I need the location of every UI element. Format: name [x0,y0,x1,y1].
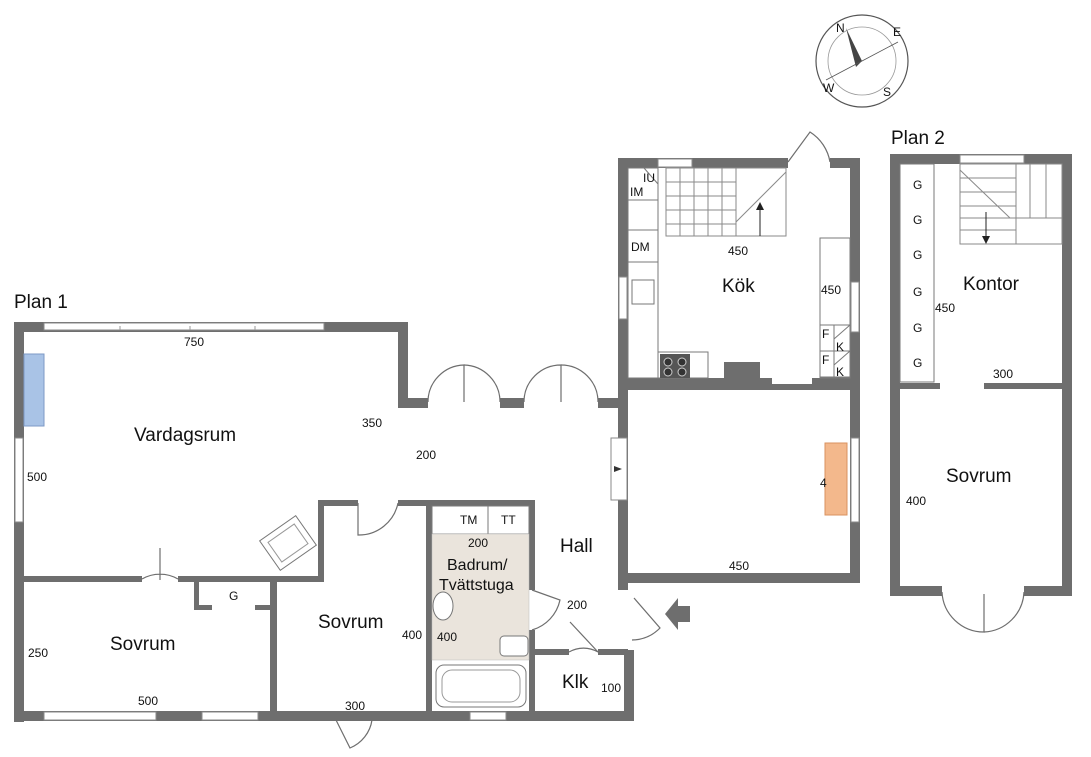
fixture-k1: K [836,340,844,354]
wood-stove [824,442,848,516]
dim-badrum-depth: 400 [437,630,457,644]
dim-kok-width-bottom: 450 [729,559,749,573]
room-klk: Klk [562,672,589,693]
compass-e-label: E [893,25,901,39]
entrance-arrow [665,598,690,630]
kitchen-stairs [665,167,787,237]
fixture-g-3: G [913,248,922,262]
dim-hall-200a: 200 [416,448,436,462]
dim-kok-width-top: 450 [728,244,748,258]
fixture-g-closet: G [229,589,238,603]
dim-vardagsrum-width: 750 [184,335,204,349]
room-sovrum-3: Sovrum [946,466,1011,487]
dim-vardagsrum-inner: 350 [362,416,382,430]
dim-sovrum3-depth: 400 [906,494,926,508]
room-vardagsrum: Vardagsrum [134,425,236,446]
plan1-label: Plan 1 [14,292,68,313]
dim-kontor-width: 300 [993,367,1013,381]
windows [14,154,1025,721]
fixture-im: IM [630,185,643,199]
dim-sovrum1-width: 500 [138,694,158,708]
compass-n-label: N [836,21,845,35]
dim-kok-depth: 450 [821,283,841,297]
dim-badrum-width: 200 [468,536,488,550]
fixture-g-4: G [913,285,922,299]
fixture-tm: TM [460,513,477,527]
dim-kontor-depth: 450 [935,301,955,315]
room-sovrum-1: Sovrum [110,634,175,655]
room-badrum-line2: Tvättstuga [439,577,514,594]
fixture-tt: TT [501,513,516,527]
room-kok: Kök [722,276,755,297]
dim-klk-width: 100 [601,681,621,695]
room-kontor: Kontor [963,274,1020,295]
dim-kok-partial: 4 [820,476,827,490]
fireplace [23,353,45,427]
fixture-g-5: G [913,321,922,335]
compass-s-label: S [883,85,891,99]
fixture-f1: F [822,327,829,341]
fixture-g-6: G [913,356,922,370]
fixture-k2: K [836,365,844,379]
fixture-iu: IU [643,171,655,185]
armchair [258,514,318,572]
fixture-g-1: G [913,178,922,192]
doors [141,131,1025,749]
fixture-f2: F [822,353,829,367]
room-sovrum-2: Sovrum [318,612,383,633]
room-badrum-line1: Badrum/ [447,557,508,574]
fixtures [23,163,1063,708]
dim-hall-200b: 200 [567,598,587,612]
plan2-stairs [959,163,1063,245]
fixture-dm: DM [631,240,650,254]
plan2-label: Plan 2 [891,128,945,149]
fixture-g-2: G [913,213,922,227]
dim-sovrum2-depth: 400 [402,628,422,642]
room-hall: Hall [560,536,593,557]
dim-sovrum2-width: 300 [345,699,365,713]
dim-sovrum1-depth: 250 [28,646,48,660]
compass-w-label: W [823,81,835,95]
compass: N E S W [815,14,909,108]
dim-vardagsrum-depth: 500 [27,470,47,484]
